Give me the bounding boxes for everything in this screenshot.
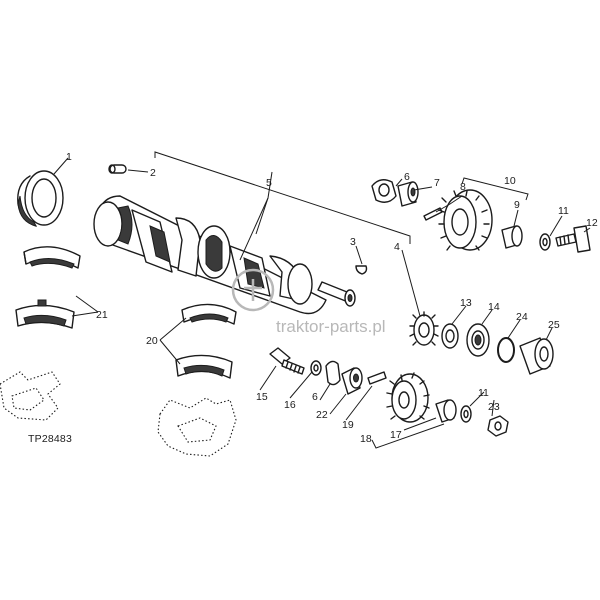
callout-10: 10 (504, 175, 516, 187)
callout-11-bottom: 11 (478, 387, 489, 399)
part-20-rod-bearing (175, 303, 237, 379)
part-17-bushing (435, 399, 457, 423)
callout-12: 12 (586, 217, 598, 229)
callout-20: 20 (146, 335, 158, 347)
callout-8: 8 (460, 181, 466, 193)
leader-lines (53, 157, 591, 431)
callout-17: 17 (390, 429, 402, 441)
callout-1: 1 (66, 151, 72, 163)
callout-13: 13 (460, 297, 472, 309)
part-21-main-bearing (15, 246, 81, 329)
part-11-washer-top (539, 233, 551, 251)
part-15-cap-screw (269, 347, 305, 375)
callout-23: 23 (488, 401, 500, 413)
figure-code: TP28483 (28, 433, 72, 445)
callout-24: 24 (516, 311, 528, 323)
part-4-crank-gear (409, 311, 439, 346)
part-18-idler-gear (386, 372, 430, 423)
callout-6-top: 6 (404, 171, 410, 183)
part-24-o-ring (497, 337, 515, 363)
callout-15: 15 (256, 391, 268, 403)
part-25-bushing (519, 337, 554, 375)
part-1-seal (17, 170, 64, 227)
callout-16: 16 (284, 399, 296, 411)
part-19-pin (367, 371, 387, 385)
callout-2: 2 (150, 167, 156, 179)
part-6-washer-top (371, 179, 397, 203)
callout-25: 25 (548, 319, 560, 331)
callout-14: 14 (488, 301, 500, 313)
part-7-bushing (397, 181, 419, 207)
callout-11-top: 11 (558, 205, 569, 217)
assembly-brackets (154, 151, 529, 449)
callout-19: 19 (342, 419, 354, 431)
engine-block-outline (0, 371, 237, 457)
callout-3: 3 (350, 236, 356, 248)
part-14-bearing (466, 323, 490, 357)
part-5-crankshaft (93, 195, 356, 315)
callout-7: 7 (434, 177, 440, 189)
watermark-text: traktor-parts.pl (276, 317, 386, 336)
part-6-washer-bottom (325, 360, 341, 386)
part-12-cap-screw (555, 225, 591, 253)
part-10-gear (438, 189, 493, 251)
part-23-nut (487, 415, 509, 437)
callout-5: 5 (266, 177, 272, 189)
part-3-key (355, 265, 368, 275)
callout-4: 4 (394, 241, 400, 253)
part-9-sleeve (501, 225, 523, 249)
callout-labels: 1 2 3 4 5 6 7 8 9 10 11 12 13 14 15 16 1… (66, 151, 598, 445)
callout-21: 21 (96, 309, 108, 321)
part-16-washer (310, 360, 322, 376)
callout-9: 9 (514, 199, 520, 211)
part-13-washer (441, 323, 459, 349)
part-2-dowel-pin (108, 164, 127, 174)
part-11-washer-bottom (460, 405, 472, 423)
callout-6-bottom: 6 (312, 391, 318, 403)
part-22-sleeve (341, 367, 363, 395)
watermark: traktor-parts.pl (231, 268, 386, 336)
callout-18: 18 (360, 433, 372, 445)
callout-22: 22 (316, 409, 328, 421)
